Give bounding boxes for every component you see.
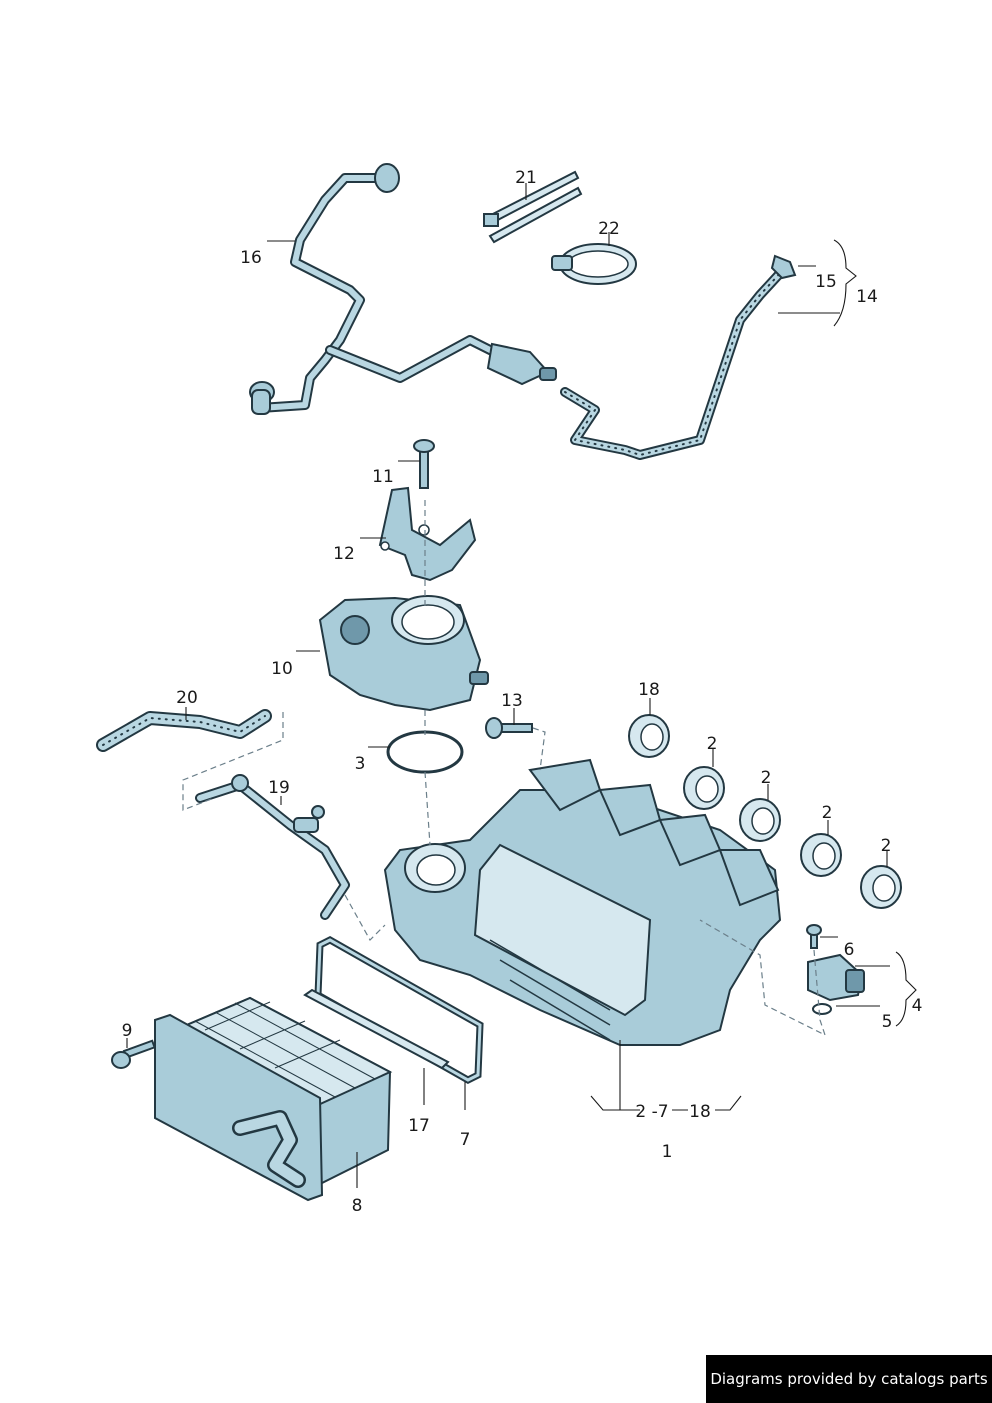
callout-12: 12 bbox=[333, 544, 355, 564]
callout-3: 3 bbox=[355, 754, 366, 774]
cable-tie-21 bbox=[483, 170, 583, 244]
callout-10: 10 bbox=[271, 659, 293, 679]
callout-21: 21 bbox=[515, 168, 537, 188]
leader-lines bbox=[126, 183, 917, 1188]
seal-ring-2a bbox=[683, 766, 725, 810]
callout-7: 7 bbox=[460, 1130, 471, 1150]
intercooler-8 bbox=[154, 996, 393, 1202]
callout-4: 4 bbox=[912, 996, 923, 1016]
seal-ring-2c bbox=[800, 833, 842, 877]
sensor-4 bbox=[807, 953, 865, 1002]
callout-2-third: 2 bbox=[822, 803, 833, 823]
callout-16: 16 bbox=[240, 248, 262, 268]
callout-2-second: 2 bbox=[761, 768, 772, 788]
seal-strip-17 bbox=[303, 988, 450, 1070]
callout-15: 15 bbox=[815, 272, 837, 292]
hose-clamp-22 bbox=[551, 243, 637, 285]
screw-6 bbox=[806, 924, 822, 949]
assembly-lines bbox=[182, 500, 827, 1037]
intake-manifold-1 bbox=[383, 758, 782, 1046]
callout-18-top: 18 bbox=[638, 680, 660, 700]
callout-6: 6 bbox=[844, 940, 855, 960]
callout-1: 1 bbox=[662, 1142, 673, 1162]
hose-20 bbox=[96, 709, 272, 752]
callout-2-first: 2 bbox=[707, 734, 718, 754]
hose-19 bbox=[195, 774, 350, 920]
callout-13: 13 bbox=[501, 691, 523, 711]
callout-19: 19 bbox=[268, 778, 290, 798]
callout-9: 9 bbox=[122, 1021, 133, 1041]
callout-18-range: 18 bbox=[689, 1102, 711, 1122]
bolt-11 bbox=[413, 439, 435, 489]
bolt-9 bbox=[111, 1039, 156, 1069]
callout-17: 17 bbox=[408, 1116, 430, 1136]
bolt-13 bbox=[485, 717, 533, 739]
callout-22: 22 bbox=[598, 219, 620, 239]
callout-11: 11 bbox=[372, 467, 394, 487]
hose-14 bbox=[560, 254, 797, 460]
hose-16 bbox=[249, 163, 557, 415]
o-ring-3 bbox=[386, 730, 464, 774]
callout-5: 5 bbox=[882, 1012, 893, 1032]
callout-2-fourth: 2 bbox=[881, 836, 892, 856]
credit-banner: Diagrams provided by catalogs parts bbox=[706, 1355, 992, 1403]
callout-20: 20 bbox=[176, 688, 198, 708]
callout-2-7: 2 -7 bbox=[635, 1102, 668, 1122]
throttle-body-10 bbox=[318, 595, 489, 712]
callouts: 16 21 22 15 14 11 12 10 20 13 18 3 2 2 1… bbox=[122, 168, 923, 1216]
seal-ring-2b bbox=[739, 798, 781, 842]
callout-8: 8 bbox=[352, 1196, 363, 1216]
bracket-12 bbox=[378, 486, 477, 582]
seal-ring-18 bbox=[628, 714, 670, 758]
washer-5 bbox=[812, 1003, 832, 1015]
seal-ring-2d bbox=[860, 865, 902, 909]
callout-14: 14 bbox=[856, 287, 878, 307]
